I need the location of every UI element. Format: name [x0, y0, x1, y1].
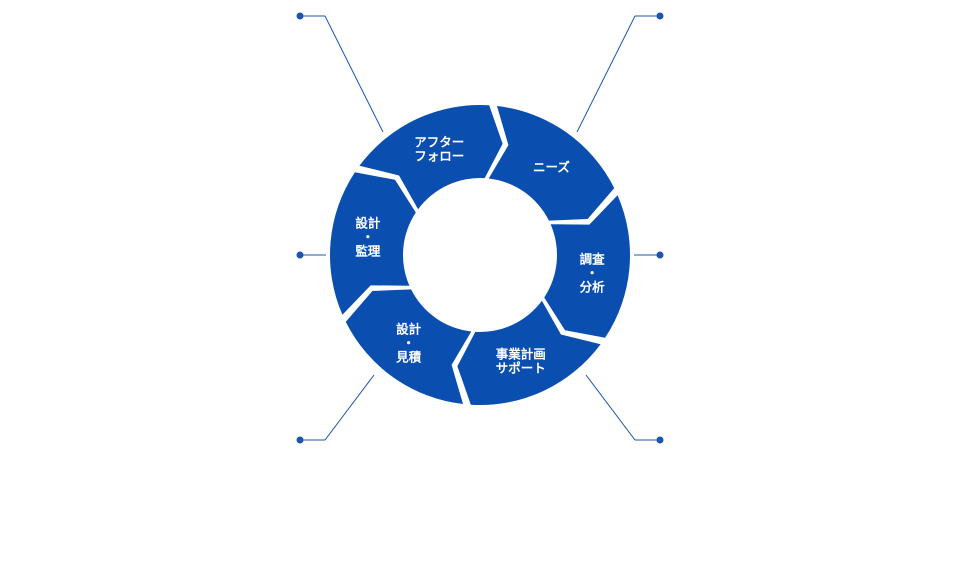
segment-label-business: 事業計画サポート — [496, 347, 546, 376]
segment-label-supervision: 設計・監理 — [355, 216, 381, 259]
cycle-segments — [330, 105, 630, 405]
segment-label-line: アフター — [414, 135, 464, 150]
segment-label-line: ・ — [586, 265, 599, 280]
connector-line-bottom-right — [585, 374, 660, 441]
connector-dot-bottom-left — [296, 436, 304, 444]
segment-estimate — [345, 289, 472, 405]
segment-supervision — [330, 172, 416, 315]
segment-label-line: ・ — [402, 336, 415, 351]
segment-survey — [544, 195, 630, 338]
segment-needs — [488, 105, 615, 221]
segment-label-line: ・ — [362, 230, 375, 245]
segment-label-line: フォロー — [414, 149, 464, 164]
connector-dot-mid-left — [296, 251, 304, 259]
segment-label-line: サポート — [496, 361, 546, 376]
connector-line-top-right — [576, 15, 660, 133]
segment-label-survey: 調査・分析 — [580, 251, 606, 294]
segment-label-line: 監理 — [355, 244, 381, 259]
segment-aftercare — [359, 105, 503, 210]
segment-label-line: 事業計画 — [496, 347, 546, 362]
connector-dot-top-right — [656, 12, 664, 20]
segment-label-line: ニーズ — [533, 159, 570, 174]
connector-lines — [296, 12, 664, 444]
segment-label-estimate: 設計・見積 — [395, 322, 422, 365]
segment-label-line: 設計 — [355, 216, 381, 231]
segment-label-line: 設計 — [396, 322, 422, 337]
connector-dot-top-left — [296, 12, 304, 20]
segment-label-needs: ニーズ — [533, 159, 570, 174]
segment-business — [457, 300, 601, 405]
connector-line-bottom-left — [300, 374, 375, 441]
connector-dot-mid-right — [656, 251, 664, 259]
segment-label-aftercare: アフターフォロー — [414, 135, 464, 164]
connector-line-top-left — [300, 15, 384, 133]
segment-label-line: 分析 — [580, 279, 606, 294]
segment-label-line: 見積 — [395, 350, 422, 365]
connector-dot-bottom-right — [656, 436, 664, 444]
segment-label-line: 調査 — [580, 251, 606, 266]
